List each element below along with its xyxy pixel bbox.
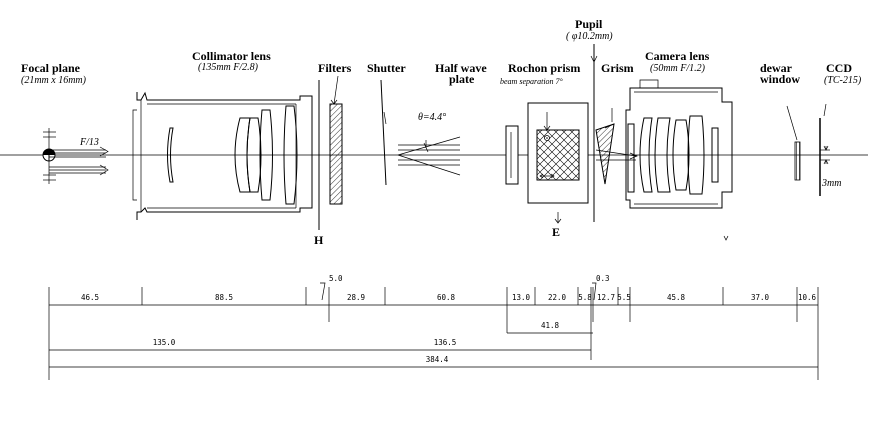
theta-label: θ=4.4° [418, 112, 446, 123]
dim-5-8: 5.8 [578, 293, 592, 302]
rochon-label: Rochon prism [508, 61, 580, 75]
dimension-chart [48, 282, 819, 380]
shutter-label: Shutter [367, 61, 406, 75]
dim-0-3: 0.3 [596, 274, 610, 283]
dim-12-7: 12.7 [597, 293, 615, 302]
pupil-label: Pupil [575, 17, 603, 31]
dim-22-0: 22.0 [548, 293, 567, 302]
dim-45-8: 45.8 [667, 293, 686, 302]
input-beam-arrows [49, 146, 109, 176]
collimator-lens-barrel [132, 91, 313, 220]
dim-60-8: 60.8 [437, 293, 456, 302]
grism-element [595, 123, 615, 185]
camera-lens-barrel [625, 79, 733, 241]
dim-28-9: 28.9 [347, 293, 365, 302]
focal-plane-label: Focal plane [21, 61, 81, 75]
pupil-size: ( φ10.2mm) [566, 31, 613, 42]
collimator-spec: (135mm F/2.8) [198, 62, 259, 73]
camera-lens-elements [627, 115, 719, 195]
filters-pointer [333, 75, 339, 105]
dim-13-0: 13.0 [512, 293, 531, 302]
dim-135-0: 135.0 [153, 338, 176, 347]
dim-37-0: 37.0 [751, 293, 770, 302]
focal-plane-size: (21mm x 16mm) [21, 75, 87, 86]
dim-384-4: 384.4 [426, 355, 449, 364]
dim-5-5: 5.5 [617, 293, 631, 302]
half-wave-plate [505, 125, 519, 185]
principal-plane-label: H [314, 233, 324, 247]
half-wave-label-line2: plate [449, 72, 475, 86]
dewar-window [794, 141, 801, 181]
ccd-label: CCD [826, 61, 852, 75]
grism-label: Grism [601, 61, 634, 75]
half-wave-label-line1: Half wave [435, 61, 487, 75]
dim-41-8: 41.8 [541, 321, 560, 330]
ccd-pointer [823, 103, 827, 117]
ccd-size: 3mm [821, 178, 841, 189]
shutter-blade [380, 79, 387, 186]
dewar-label-line2: window [760, 72, 800, 86]
camera-label: Camera lens [645, 49, 710, 63]
dewar-pointer [786, 105, 798, 141]
dim-136-5: 136.5 [434, 338, 457, 347]
dim-46-5: 46.5 [81, 293, 99, 302]
collimator-lens-elements [167, 105, 298, 205]
dim-10-6: 10.6 [798, 293, 817, 302]
ccd-model: (TC-215) [824, 75, 862, 86]
dewar-label-line1: dewar [760, 61, 793, 75]
e-axis-label: E [552, 225, 560, 239]
filter-element [329, 103, 343, 205]
f-ratio-label: F/13 [79, 137, 99, 148]
field-angle-sketch [397, 136, 461, 176]
rochon-beam-sep: beam separation 7° [500, 77, 564, 86]
focal-plane [42, 128, 56, 184]
collimator-label: Collimator lens [192, 49, 271, 63]
dim-88-5: 88.5 [215, 293, 233, 302]
dim-5-0: 5.0 [329, 274, 343, 283]
camera-spec: (50mm F/1.2) [650, 63, 706, 74]
filters-label: Filters [318, 61, 352, 75]
rochon-prism-crystal [536, 129, 580, 181]
